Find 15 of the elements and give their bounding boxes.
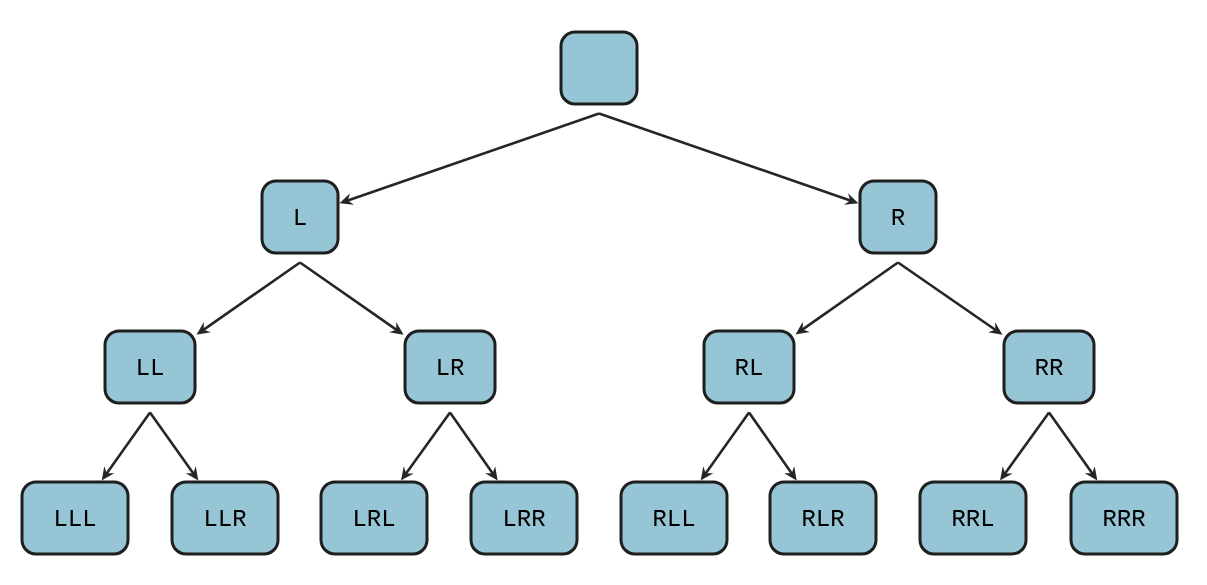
tree-node-box: LRL: [319, 480, 429, 556]
tree-node-box: LRR: [469, 480, 579, 556]
tree-node-box: RR: [1002, 329, 1096, 405]
tree-node-box: R: [858, 179, 938, 255]
tree-node-box: RLR: [768, 480, 878, 556]
tree-node-box: RRL: [918, 480, 1028, 556]
tree-node-box: LR: [403, 329, 497, 405]
empty-node-box: [559, 30, 639, 106]
tree-node-box: LLL: [20, 480, 130, 556]
tree-node-box: RLL: [619, 480, 729, 556]
tree-node-box: RL: [702, 329, 796, 405]
tree-node-box: LLR: [170, 480, 280, 556]
tree-node-box: RRR: [1069, 480, 1179, 556]
tree-node-box: L: [260, 179, 340, 255]
tree-node-box: LL: [103, 329, 197, 405]
